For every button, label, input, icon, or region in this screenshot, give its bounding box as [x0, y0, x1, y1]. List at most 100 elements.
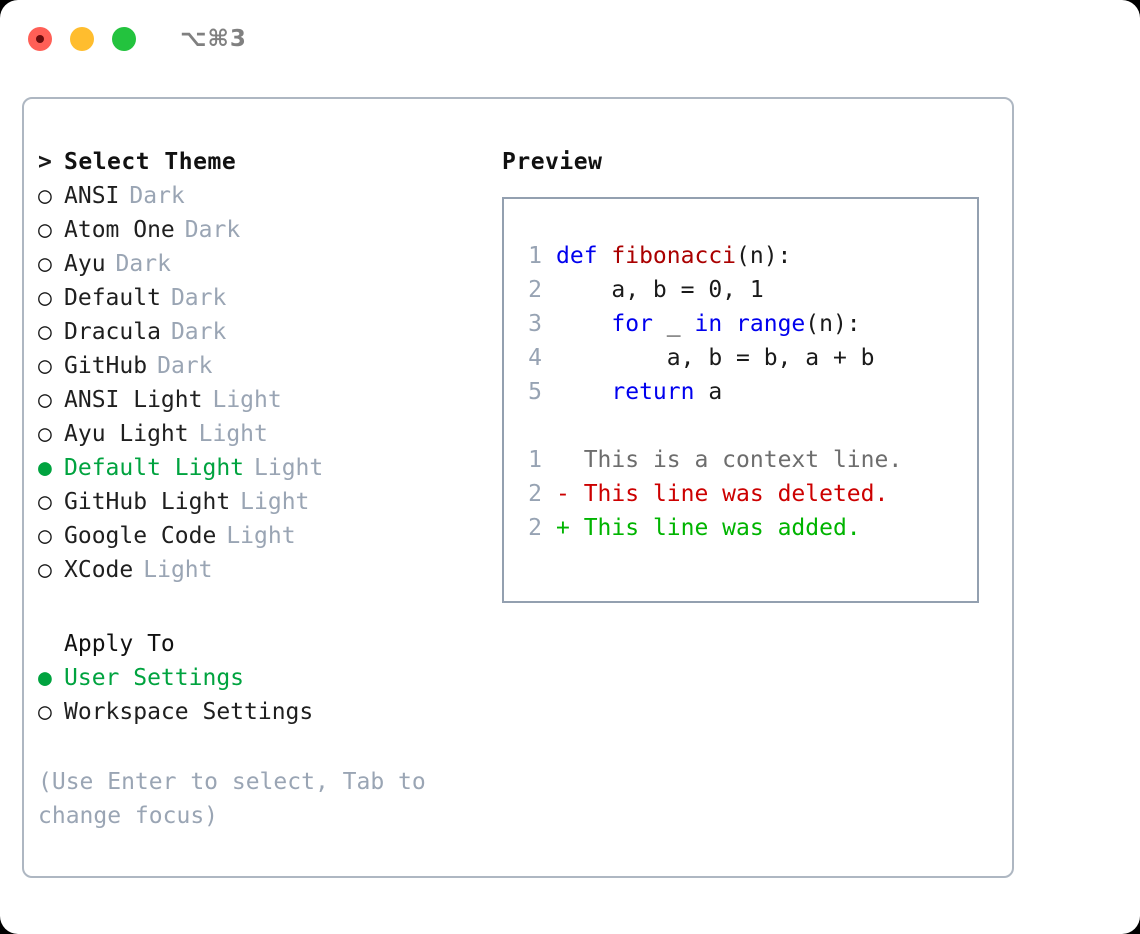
theme-name: Default — [64, 285, 161, 311]
theme-list-item[interactable]: ○ GitHub Dark — [38, 353, 498, 387]
diff-line: 2 + This line was added. — [516, 515, 976, 549]
theme-variant-tag: Dark — [157, 353, 213, 379]
radio-unselected-icon[interactable]: ○ — [38, 387, 52, 413]
code-line-number: 4 — [528, 345, 542, 371]
theme-name: GitHub — [64, 353, 148, 379]
theme-variant-tag: Dark — [129, 183, 185, 209]
radio-unselected-icon[interactable]: ○ — [38, 319, 52, 345]
zoom-button[interactable] — [112, 27, 136, 51]
keyboard-hint-text: (Use Enter to select, Tab to change focu… — [38, 769, 426, 829]
theme-list-item[interactable]: ○ Google Code Light — [38, 523, 498, 557]
code-line-text: return a — [556, 379, 722, 405]
code-token — [556, 379, 611, 405]
diff-text: This is a context line. — [569, 447, 903, 473]
radio-unselected-icon[interactable]: ○ — [38, 353, 52, 379]
code-line: 2 a, b = 0, 1 — [516, 277, 976, 311]
theme-variant-tag: Dark — [170, 285, 227, 311]
prompt-caret-icon: > — [38, 149, 53, 175]
diff-sign: + — [556, 515, 570, 541]
theme-variant-tag: Light — [198, 421, 268, 447]
radio-unselected-icon[interactable]: ○ — [38, 699, 52, 725]
apply-to-title: Apply To — [64, 631, 175, 657]
theme-name: Atom One — [64, 217, 175, 243]
theme-name: Google Code — [64, 523, 217, 549]
theme-variant-tag: Dark — [115, 251, 171, 277]
code-line-number: 5 — [528, 379, 542, 405]
code-line: 3 for _ in range(n): — [516, 311, 976, 345]
diff-line: 1 This is a context line. — [516, 447, 976, 481]
theme-variant-tag: Dark — [170, 319, 227, 345]
code-line: 1 def fibonacci(n): — [516, 243, 976, 277]
code-token: for — [611, 311, 653, 337]
radio-unselected-icon[interactable]: ○ — [38, 183, 52, 209]
code-token: in range — [694, 311, 806, 337]
code-token: return — [611, 379, 695, 405]
diff-line-number: 2 — [528, 515, 542, 541]
apply-to-header: Apply To — [38, 631, 498, 665]
code-line: 4 a, b = b, a + b — [516, 345, 976, 379]
code-token: (n): — [805, 311, 861, 337]
theme-variant-tag: Light — [212, 387, 282, 413]
theme-list-item[interactable]: ○ Dracula Dark — [38, 319, 498, 353]
code-token: (n): — [736, 243, 792, 269]
theme-name: Dracula — [64, 319, 161, 345]
theme-variant-tag: Light — [240, 489, 310, 515]
minimize-button[interactable] — [70, 27, 94, 51]
code-line-number: 1 — [528, 243, 542, 269]
theme-list-item[interactable]: ○ Default Dark — [38, 285, 498, 319]
code-token: def — [556, 243, 612, 269]
theme-name: Ayu — [64, 251, 106, 277]
radio-selected-icon[interactable]: ● — [38, 455, 52, 481]
keyboard-shortcut-label: ⌥⌘3 — [180, 26, 247, 52]
code-line-text: a, b = b, a + b — [556, 345, 875, 371]
code-token: a, b = 0, 1 — [556, 277, 764, 303]
theme-list-item[interactable]: ○ ANSI Dark — [38, 183, 498, 217]
code-token: fibonacci — [611, 243, 737, 269]
apply-to-item[interactable]: ● User Settings — [38, 665, 498, 699]
theme-name: GitHub Light — [64, 489, 231, 515]
diff-sign: - — [556, 481, 570, 507]
radio-unselected-icon[interactable]: ○ — [38, 523, 52, 549]
theme-name: ANSI — [64, 183, 120, 209]
radio-unselected-icon[interactable]: ○ — [38, 217, 52, 243]
apply-to-list: ● User Settings ○Workspace Settings — [38, 665, 498, 733]
theme-list-item[interactable]: ○ Ayu Dark — [38, 251, 498, 285]
code-line-number: 2 — [528, 277, 542, 303]
radio-unselected-icon[interactable]: ○ — [38, 489, 52, 515]
window-controls — [28, 27, 136, 51]
code-line: 5 return a — [516, 379, 976, 413]
theme-name: Default Light — [64, 455, 245, 481]
radio-unselected-icon[interactable]: ○ — [38, 251, 52, 277]
radio-unselected-icon[interactable]: ○ — [38, 285, 52, 311]
radio-selected-icon[interactable]: ● — [38, 665, 52, 691]
theme-name: XCode — [64, 557, 134, 583]
select-theme-header: > Select Theme — [38, 149, 498, 183]
code-token: _ — [652, 311, 695, 337]
apply-to-label: User Settings — [64, 665, 245, 691]
diff-line-number: 2 — [528, 481, 542, 507]
code-line-number: 3 — [528, 311, 542, 337]
diff-text: This line was added. — [569, 515, 861, 541]
close-button[interactable] — [28, 27, 52, 51]
theme-list-item[interactable]: ○ Atom One Dark — [38, 217, 498, 251]
diff-line-number: 1 — [528, 447, 542, 473]
radio-unselected-icon[interactable]: ○ — [38, 557, 52, 583]
title-bar: ⌥⌘3 — [0, 0, 1140, 78]
theme-variant-tag: Light — [226, 523, 296, 549]
theme-list-item[interactable]: ○ GitHub Light Light — [38, 489, 498, 523]
diff-line: 2- This line was deleted. — [516, 481, 976, 515]
radio-unselected-icon[interactable]: ○ — [38, 421, 52, 447]
theme-variant-tag: Dark — [184, 217, 241, 243]
apply-to-item[interactable]: ○Workspace Settings — [38, 699, 498, 733]
